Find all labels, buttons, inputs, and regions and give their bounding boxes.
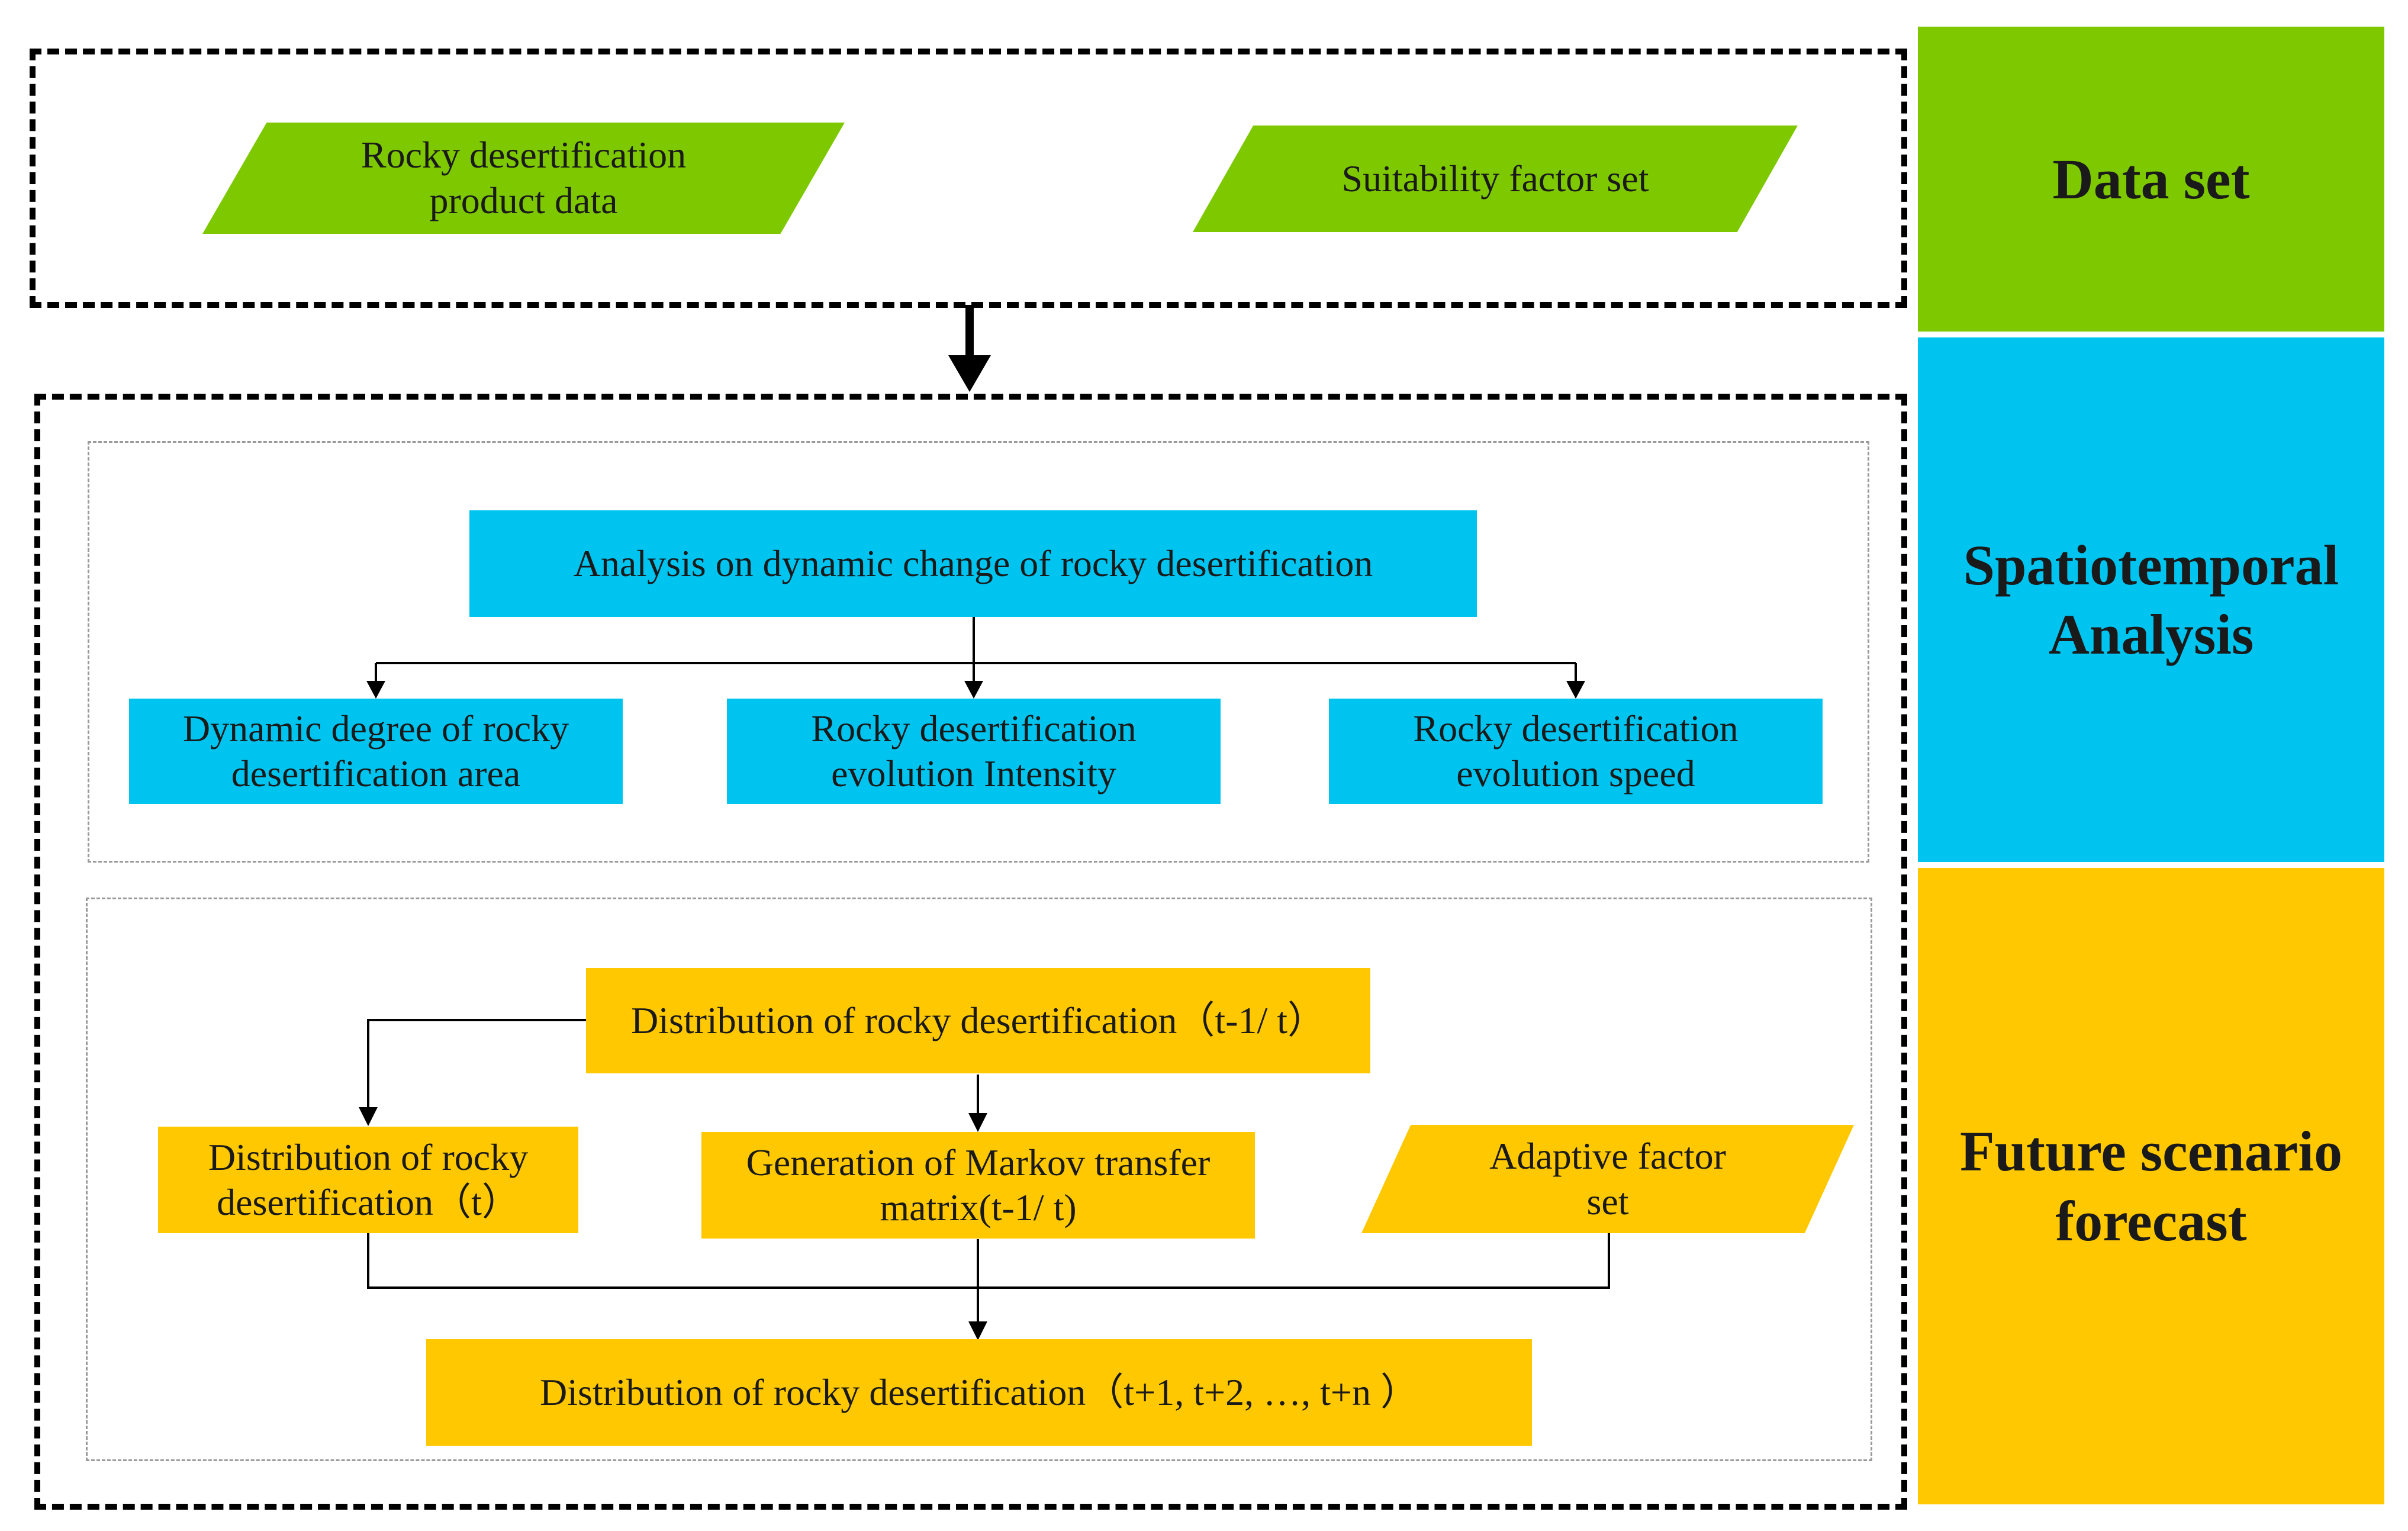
product-data-line2: product data bbox=[429, 179, 618, 221]
spatiotemporal-subframe bbox=[88, 441, 1869, 863]
forecast-arrowheads bbox=[359, 1107, 987, 1340]
distribution-future-box: Distribution of rocky desertification（t+… bbox=[426, 1339, 1532, 1446]
distribution-prev-box: Distribution of rocky desertification（t-… bbox=[586, 968, 1370, 1073]
evolution-intensity-line1: Rocky desertification bbox=[811, 707, 1137, 750]
spatiotemporal-panel-line2: Analysis bbox=[2048, 603, 2254, 666]
adaptive-factor-line1: Adaptive factor bbox=[1489, 1134, 1726, 1177]
evolution-intensity-line2: evolution Intensity bbox=[831, 752, 1116, 795]
distribution-future-label: Distribution of rocky desertification（t+… bbox=[539, 1371, 1419, 1414]
product-data-line1: Rocky desertification bbox=[360, 134, 687, 176]
spatiotemporal-panel-line1: Spatiotemporal bbox=[1963, 533, 2339, 597]
distribution-prev-label: Distribution of rocky desertification（t-… bbox=[630, 999, 1326, 1042]
forecast-connectors bbox=[367, 1019, 1610, 1321]
data-set-panel: Data set bbox=[1918, 27, 2384, 332]
spatiotemporal-arrowheads bbox=[366, 681, 1585, 699]
markov-matrix-box: Generation of Markov transfer matrix(t-1… bbox=[701, 1132, 1255, 1239]
forecast-panel-line1: Future scenario bbox=[1959, 1120, 2343, 1183]
suitability-factor-set-shape: Suitability factor set bbox=[1193, 126, 1798, 232]
dynamic-degree-line2: desertification area bbox=[231, 752, 521, 795]
suitability-factor-set-label: Suitability factor set bbox=[1341, 157, 1649, 200]
forecast-subframe bbox=[86, 898, 1872, 1461]
forecast-panel-line2: forecast bbox=[2055, 1189, 2247, 1253]
rocky-desertification-product-data-shape: Rocky desertification product data bbox=[202, 123, 845, 234]
evolution-speed-line1: Rocky desertification bbox=[1413, 707, 1739, 750]
dynamic-change-analysis-label: Analysis on dynamic change of rocky dese… bbox=[573, 542, 1373, 585]
evolution-speed-line2: evolution speed bbox=[1456, 752, 1695, 795]
markov-matrix-line2: matrix(t-1/ t) bbox=[880, 1186, 1077, 1228]
dynamic-change-analysis-box: Analysis on dynamic change of rocky dese… bbox=[469, 510, 1477, 617]
adaptive-factor-line2: set bbox=[1586, 1180, 1629, 1223]
adaptive-factor-set-shape: Adaptive factor set bbox=[1361, 1125, 1854, 1233]
evolution-speed-box: Rocky desertification evolution speed bbox=[1329, 699, 1823, 804]
analysis-frame bbox=[34, 394, 1907, 1510]
forecast-panel: Future scenario forecast bbox=[1918, 868, 2384, 1504]
distribution-t-line2: desertification（t） bbox=[217, 1181, 520, 1223]
spatiotemporal-panel: Spatiotemporal Analysis bbox=[1918, 337, 2384, 862]
main-flow-arrow bbox=[948, 305, 991, 392]
dynamic-degree-box: Dynamic degree of rocky desertification … bbox=[129, 699, 623, 804]
markov-matrix-line1: Generation of Markov transfer bbox=[746, 1141, 1211, 1184]
dynamic-degree-line1: Dynamic degree of rocky bbox=[182, 707, 569, 750]
evolution-intensity-box: Rocky desertification evolution Intensit… bbox=[727, 699, 1221, 804]
distribution-t-line1: Distribution of rocky bbox=[208, 1136, 529, 1179]
spatiotemporal-connectors bbox=[375, 617, 1577, 681]
distribution-t-box: Distribution of rocky desertification（t） bbox=[158, 1127, 578, 1233]
data-set-panel-label: Data set bbox=[2052, 147, 2250, 211]
